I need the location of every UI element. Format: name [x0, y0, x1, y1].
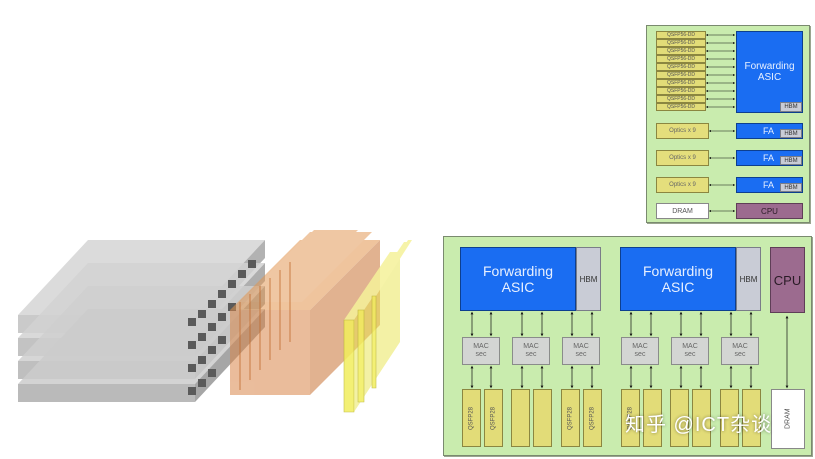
- qsfp28-port: QSFP28: [484, 389, 503, 447]
- qsfp-port: QSFP56-DD: [656, 95, 706, 103]
- asic-label-line2: ASIC: [661, 279, 695, 295]
- asic-label-line1: Forwarding: [642, 262, 714, 279]
- qsfp-port: QSFP56-DD: [656, 63, 706, 71]
- sec-label: sec: [734, 351, 746, 358]
- mac-label: MAC: [732, 343, 748, 351]
- qsfp-port: QSFP56-DD: [656, 47, 706, 55]
- optics-module: Optics x 9: [656, 123, 709, 139]
- mac-label: MAC: [523, 343, 539, 351]
- sec-label: sec: [525, 351, 537, 358]
- qsfp-port: QSFP56-DD: [656, 71, 706, 79]
- qsfp-port: QSFP56-DD: [656, 55, 706, 63]
- qsfp28-port: QSFP28: [462, 389, 481, 447]
- blade-stack: [18, 240, 265, 402]
- qsfp28-port: [533, 389, 552, 447]
- optics-module: Optics x 9: [656, 177, 709, 193]
- small-cpu: CPU: [736, 203, 803, 219]
- sec-label: sec: [634, 351, 646, 358]
- large-dram: DRAM: [771, 389, 805, 449]
- forwarding-asic-2: Forwarding ASIC: [620, 247, 736, 311]
- large-board: Forwarding ASIC HBM Forwarding ASIC HBM …: [443, 236, 812, 456]
- small-asic-hbm: HBM: [780, 102, 802, 112]
- orange-linecard-ribs: [239, 262, 291, 390]
- qsfp28-port: [511, 389, 530, 447]
- blade-connectors: [188, 260, 256, 395]
- qsfp-port: QSFP56-DD: [656, 79, 706, 87]
- asic-label-line1: Forwarding: [744, 60, 795, 72]
- asic-1-hbm: HBM: [576, 247, 601, 311]
- qsfp-port: QSFP56-DD: [656, 39, 706, 47]
- small-forwarding-asic: Forwarding ASIC: [736, 31, 803, 113]
- qsfp-port: QSFP56-DD: [656, 87, 706, 95]
- small-board-links: [705, 33, 736, 213]
- watermark-text: 知乎 @ICT杂谈: [625, 414, 773, 436]
- mac-label: MAC: [573, 343, 589, 351]
- asic-label-line2: ASIC: [757, 72, 782, 83]
- mac-label: MAC: [682, 343, 698, 351]
- fa-label: FA: [763, 180, 775, 190]
- mac-label: MAC: [632, 343, 648, 351]
- yellow-fabric-modules: [343, 240, 412, 413]
- small-dram: DRAM: [656, 203, 709, 219]
- optics-module: Optics x 9: [656, 150, 709, 166]
- fa-hbm: HBM: [780, 183, 802, 192]
- qsfp-port-column: QSFP56-DD QSFP56-DD QSFP56-DD QSFP56-DD …: [656, 31, 706, 113]
- small-board: QSFP56-DD QSFP56-DD QSFP56-DD QSFP56-DD …: [646, 25, 810, 223]
- chassis-3d-illustration: [18, 230, 412, 413]
- fa-hbm: HBM: [780, 129, 802, 138]
- sec-label: sec: [475, 351, 487, 358]
- fa-label: FA: [763, 153, 775, 163]
- qsfp28-port: QSFP28: [583, 389, 602, 447]
- sec-label: sec: [684, 351, 696, 358]
- asic-label-line1: Forwarding: [482, 262, 554, 279]
- qsfp28-port: QSFP28: [561, 389, 580, 447]
- fa-label: FA: [763, 126, 775, 136]
- sec-label: sec: [575, 351, 587, 358]
- qsfp-port: QSFP56-DD: [656, 31, 706, 39]
- forwarding-asic-1: Forwarding ASIC: [460, 247, 576, 311]
- large-cpu: CPU: [770, 247, 805, 313]
- asic-label-line2: ASIC: [501, 279, 535, 295]
- asic-2-hbm: HBM: [736, 247, 761, 311]
- fa-hbm: HBM: [780, 156, 802, 165]
- qsfp-port: QSFP56-DD: [656, 103, 706, 111]
- large-board-links: [470, 311, 789, 389]
- mac-label: MAC: [473, 343, 489, 351]
